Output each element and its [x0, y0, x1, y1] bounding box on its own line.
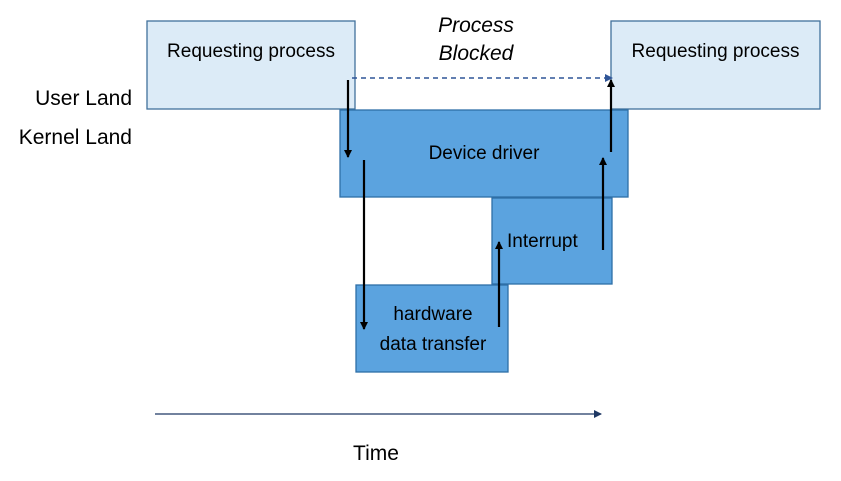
process-blocked-line2: Blocked [438, 42, 514, 65]
hardware-label-line1: hardware [393, 304, 473, 325]
user-process-end-label: Requesting process [631, 41, 800, 62]
user-process-end-box [610, 20, 821, 110]
time-label: Time [353, 442, 399, 465]
interrupt-box [491, 197, 613, 285]
user-process-start-box [146, 20, 356, 110]
device-driver-box [339, 109, 629, 198]
device-driver-label: Device driver [428, 143, 540, 164]
kernel-land-label: Kernel Land [18, 126, 132, 149]
hardware-label-line2: data transfer [379, 334, 487, 355]
hardware-box [355, 284, 509, 373]
interrupt-label: Interrupt [507, 231, 578, 252]
user-process-start-label: Requesting process [167, 41, 335, 62]
user-land-label: User Land [35, 87, 132, 110]
process-blocked-line1: Process [438, 14, 514, 37]
